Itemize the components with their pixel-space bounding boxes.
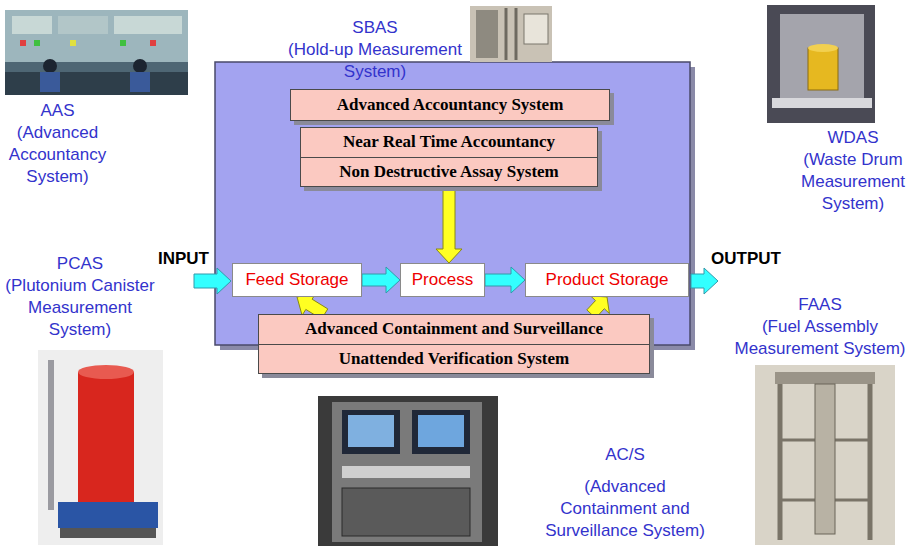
box-text: Product Storage <box>546 270 669 290</box>
output-arrow <box>691 268 718 294</box>
hold-up-system-photo <box>470 6 552 62</box>
system-box: Advanced Containment and SurveillanceUna… <box>258 314 650 374</box>
frame <box>775 372 875 384</box>
box-text: Near Real Time Accountancy <box>343 132 555 152</box>
panel-lamp <box>150 40 156 46</box>
system-name: (Fuel Assembly Measurement System) <box>731 316 909 360</box>
monitor-screen <box>348 415 394 447</box>
panel-section <box>58 16 108 34</box>
box-text: Process <box>412 270 473 290</box>
system-box: Advanced Accountancy System <box>290 89 610 121</box>
keyboard <box>342 466 470 478</box>
photo-ground <box>318 396 498 546</box>
rack-unit <box>342 488 470 536</box>
box-row: Non Destructive Assay System <box>301 157 597 187</box>
control-room-photo <box>5 10 188 95</box>
box-row: Product Storage <box>526 264 688 296</box>
frame <box>48 360 54 510</box>
system-name: (Advanced Accountancy System) <box>0 122 115 188</box>
box-row: Advanced Containment and Surveillance <box>259 315 649 344</box>
waste-drum-system-photo <box>767 5 875 123</box>
base <box>60 528 156 538</box>
system-name: (Advanced Containment and Surveillance S… <box>537 476 713 542</box>
operator <box>130 72 150 92</box>
system-box: Near Real Time AccountancyNon Destructiv… <box>300 127 598 187</box>
equipment <box>476 10 498 58</box>
panel-section <box>12 16 52 34</box>
conveyor <box>772 98 872 108</box>
process-box: Process <box>400 263 485 297</box>
flow-label: OUTPUT <box>711 248 781 270</box>
system-acronym: WDAS <box>797 127 909 149</box>
operator <box>133 59 147 73</box>
panel-lamp <box>20 40 26 46</box>
panel-lamp <box>34 40 40 46</box>
detector-housing <box>780 14 864 98</box>
box-text: Advanced Containment and Surveillance <box>305 319 603 339</box>
operator <box>43 59 57 73</box>
flow-arrow <box>485 267 525 293</box>
cabinet <box>524 14 548 44</box>
photo-ground <box>470 6 552 62</box>
photo-ground <box>5 10 188 95</box>
flow-label: INPUT <box>158 248 209 270</box>
process-box: Feed Storage <box>232 263 362 297</box>
frame <box>778 384 783 540</box>
pipe <box>505 8 508 60</box>
flow-arrow <box>436 187 462 263</box>
box-text: Advanced Accountancy System <box>337 95 564 115</box>
panel-section <box>114 16 182 34</box>
box-row: Feed Storage <box>233 264 361 296</box>
photo-ground <box>767 5 875 123</box>
box-text: Feed Storage <box>245 270 348 290</box>
waste-drum <box>808 48 838 90</box>
box-row: Unattended Verification System <box>259 344 649 374</box>
equipment-rack <box>332 402 482 542</box>
process-box: Product Storage <box>525 263 689 297</box>
box-row: Advanced Accountancy System <box>291 90 609 120</box>
canister-detector <box>78 372 134 502</box>
box-row: Process <box>401 264 484 296</box>
box-text: Unattended Verification System <box>339 349 569 369</box>
system-acronym: PCAS <box>0 253 160 275</box>
panel-lamp <box>70 40 76 46</box>
fuel-assembly <box>815 384 835 534</box>
fuel-assembly-system-photo <box>755 365 895 545</box>
monitor <box>412 410 470 454</box>
system-acronym: SBAS <box>275 17 475 39</box>
panel-lamp <box>120 40 126 46</box>
monitor <box>342 410 400 454</box>
operator <box>40 72 60 92</box>
containment-surveillance-photo <box>318 396 498 546</box>
photo-ground <box>755 365 895 545</box>
base <box>58 502 158 528</box>
system-acronym: AC/S <box>537 444 713 466</box>
system-name: (Hold-up Measurement System) <box>275 39 475 83</box>
system-acronym: AAS <box>0 100 115 122</box>
flow-arrow <box>362 267 400 293</box>
frame <box>868 384 873 540</box>
system-name: (Plutonium Canister Measurement System) <box>0 275 160 341</box>
box-row: Near Real Time Accountancy <box>301 128 597 157</box>
photo-ground <box>38 350 163 545</box>
system-panel <box>215 62 690 345</box>
waste-drum <box>808 44 838 52</box>
pipe <box>515 8 518 60</box>
desk <box>5 72 188 95</box>
box-text: Non Destructive Assay System <box>339 162 559 182</box>
canister-detector <box>78 365 134 379</box>
control-panel <box>5 10 188 62</box>
plutonium-canister-system-photo <box>38 350 163 545</box>
monitor-screen <box>418 415 464 447</box>
system-name: (Waste Drum Measurement System) <box>797 149 909 215</box>
input-arrow <box>194 268 231 294</box>
system-acronym: FAAS <box>731 294 909 316</box>
